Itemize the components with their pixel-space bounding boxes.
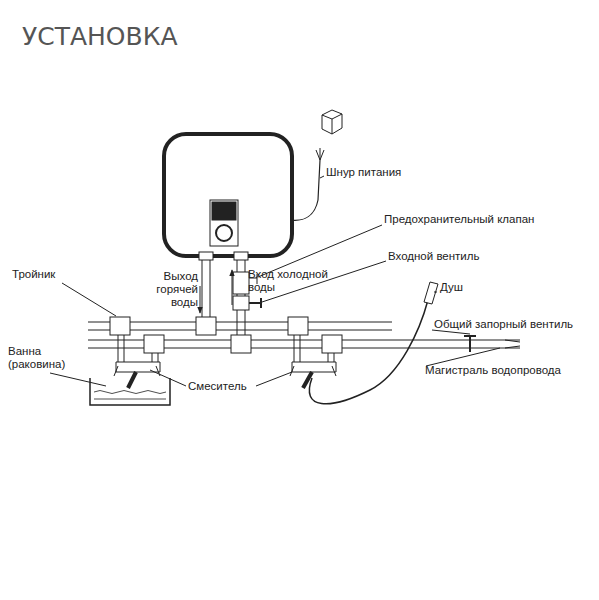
control-panel	[210, 200, 238, 246]
page-title: УСТАНОВКА	[22, 22, 178, 51]
part-label: Душ	[440, 281, 500, 294]
flow-arrow	[232, 270, 233, 305]
leader-line	[262, 261, 386, 302]
tee	[110, 317, 130, 335]
part-label: Входной вентиль	[388, 250, 548, 263]
mixer	[292, 362, 336, 372]
part-label: Общий запорный вентиль	[434, 318, 594, 331]
leader-line	[62, 283, 116, 316]
leader-line	[426, 348, 500, 366]
bath	[90, 378, 170, 405]
part-label: Предохранительный клапан	[384, 213, 584, 226]
main-valve	[464, 336, 476, 352]
part-label: Магистраль водопровода	[425, 364, 595, 377]
shower-hose	[309, 300, 428, 404]
power-cord	[290, 160, 320, 220]
hot-outlet-pipe	[202, 257, 210, 318]
part-label: Шнур питания	[326, 166, 446, 179]
part-label: Смеситель	[188, 380, 268, 393]
hot-pipe	[88, 322, 392, 330]
inlet-valve	[233, 296, 249, 310]
part-label: Тройник	[12, 268, 82, 281]
shower-head	[424, 282, 438, 304]
part-label: Ванна (раковина)	[8, 345, 80, 371]
mixer	[116, 362, 160, 372]
tee	[231, 335, 251, 353]
part-label: Выход горячей воды	[146, 270, 198, 309]
leader-line	[320, 176, 324, 178]
wall-socket	[322, 110, 342, 134]
tee	[144, 335, 164, 353]
water-heater	[164, 134, 292, 256]
flow-arrow	[200, 286, 201, 313]
part-label: Вход холодной воды	[248, 268, 348, 294]
thermostat-knob	[216, 225, 232, 241]
tee	[322, 335, 342, 353]
leader-line	[432, 330, 470, 334]
leader-line	[434, 292, 437, 293]
tee	[196, 317, 216, 335]
leader-line	[50, 373, 106, 386]
mixer-spout	[128, 372, 136, 388]
safety-valve	[233, 272, 249, 294]
tee	[288, 317, 308, 335]
